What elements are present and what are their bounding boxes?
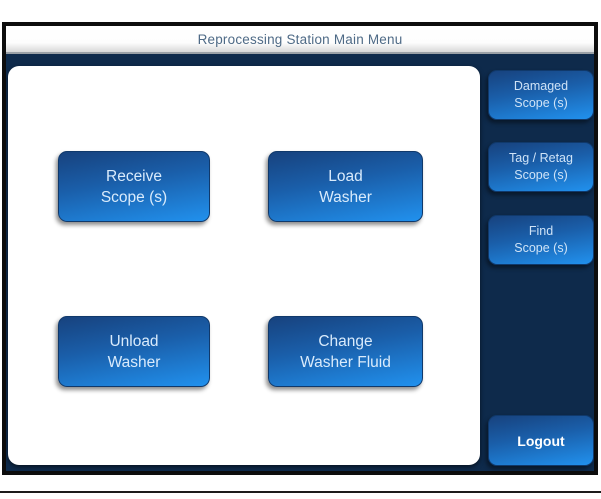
button-label-line: Find [528, 224, 554, 238]
receive-scopes-button[interactable]: Receive Scope (s) [58, 151, 210, 222]
button-label-line: Change [318, 332, 373, 350]
change-washer-fluid-button[interactable]: Change Washer Fluid [268, 316, 423, 387]
button-label-line: Load [328, 167, 363, 185]
button-label-line: Logout [517, 432, 565, 449]
load-washer-button[interactable]: Load Washer [268, 151, 423, 222]
bottom-divider [0, 491, 601, 493]
logout-button[interactable]: Logout [488, 415, 594, 466]
button-label-line: Damaged [513, 79, 569, 93]
button-label-line: Scope (s) [100, 188, 168, 206]
button-label-line: Unload [109, 332, 159, 350]
page-title: Reprocessing Station Main Menu [197, 31, 403, 47]
button-label-line: Scope (s) [514, 168, 568, 182]
button-label-line: Washer [107, 353, 161, 371]
button-label-line: Scope (s) [514, 96, 568, 110]
button-label-line: Tag / Retag [509, 151, 573, 165]
tag-retag-scopes-button[interactable]: Tag / Retag Scope (s) [488, 142, 594, 192]
button-label-line: Washer Fluid [300, 353, 391, 371]
device-screen: Reprocessing Station Main Menu Receive S… [2, 22, 598, 475]
button-label-line: Scope (s) [514, 241, 568, 255]
find-scopes-button[interactable]: Find Scope (s) [488, 215, 594, 265]
button-label-line: Washer [319, 188, 372, 206]
damaged-scopes-button[interactable]: Damaged Scope (s) [488, 70, 594, 120]
main-panel [8, 66, 480, 465]
title-bar: Reprocessing Station Main Menu [6, 26, 594, 54]
button-label-line: Receive [106, 167, 162, 185]
unload-washer-button[interactable]: Unload Washer [58, 316, 210, 387]
